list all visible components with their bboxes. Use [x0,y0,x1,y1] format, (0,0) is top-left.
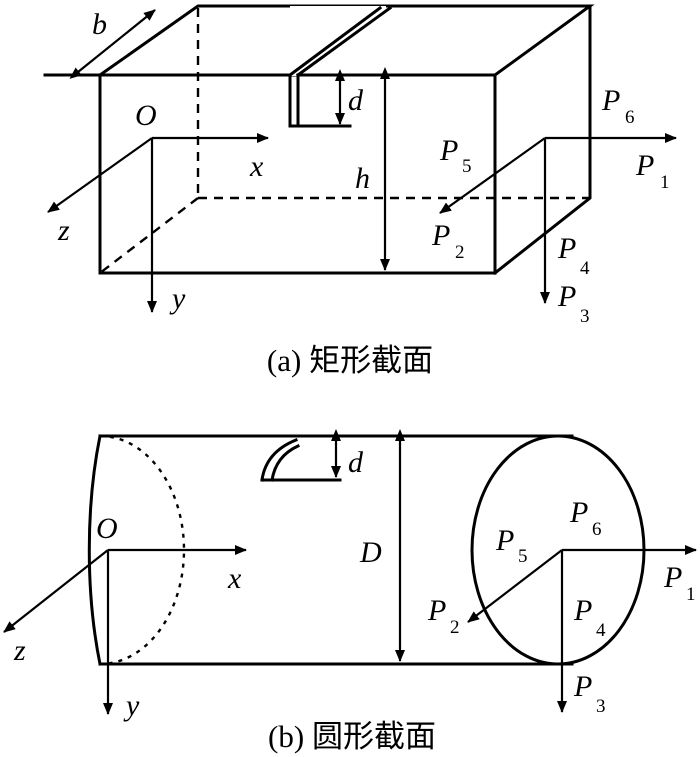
label-p4: P 4 [557,232,590,279]
label-z: z [57,214,70,247]
svg-text:P: P [573,594,592,627]
svg-text:P: P [557,232,576,265]
label-h: h [355,162,370,195]
svg-text:4: 4 [596,620,606,641]
svg-text:1: 1 [686,584,696,605]
circular-section-diagram: d D O x y z P 6 P 1 P 5 P 2 [3,429,697,754]
label-p5-b: P 5 [495,524,528,567]
svg-text:P: P [439,134,458,167]
load-arrow-p2-p5-b [467,549,563,623]
caption-a: (a) 矩形截面 [267,343,433,378]
svg-text:5: 5 [462,156,472,177]
label-y: y [169,282,186,315]
svg-text:2: 2 [450,617,460,638]
svg-text:P: P [663,561,682,594]
svg-text:5: 5 [518,546,528,567]
label-d-b: d [348,446,364,479]
left-end-hidden-arc [99,434,186,666]
notch-slot [98,5,497,128]
caption-b: (b) 圆形截面 [268,719,436,754]
load-arrow-p2-p5 [439,137,546,214]
label-p3-b: P 3 [573,670,606,717]
svg-text:P: P [573,670,592,703]
label-p6-b: P 6 [569,496,602,540]
label-p4-b: P 4 [573,594,606,641]
label-origin: O [135,99,157,132]
axis-z-arrow [47,137,153,213]
label-p3: P 3 [557,280,590,327]
label-x-b: x [227,562,242,595]
label-p6: P 6 [601,84,635,128]
svg-text:4: 4 [580,258,590,279]
svg-text:P: P [601,84,620,117]
rectangular-section-diagram: b d h O x y z P 6 P 1 P 5 P [43,4,677,378]
svg-text:P: P [431,219,450,252]
label-D: D [359,536,382,569]
svg-text:3: 3 [580,306,590,327]
left-end-solid-arc [87,434,102,666]
notch-slot-b [260,438,342,482]
label-y-b: y [123,689,140,722]
label-p2-b: P 2 [427,594,460,638]
hidden-depth-edge [99,197,199,274]
svg-text:P: P [495,524,514,557]
svg-text:P: P [427,594,446,627]
svg-text:3: 3 [596,696,606,717]
label-d: d [348,84,364,117]
label-p1: P 1 [635,149,670,193]
svg-text:1: 1 [660,172,670,193]
svg-text:P: P [635,149,654,182]
svg-text:2: 2 [455,242,465,263]
dimension-b-arrow [69,9,156,79]
svg-text:P: P [569,496,588,529]
label-origin-b: O [96,512,118,545]
axis-z-arrow-b [3,549,109,633]
svg-text:6: 6 [625,107,635,128]
svg-text:6: 6 [592,519,602,540]
svg-text:P: P [557,280,576,313]
label-z-b: z [13,634,26,667]
label-p2: P 2 [431,219,465,263]
label-b: b [92,8,107,41]
label-x: x [249,150,264,183]
label-p5: P 5 [439,134,472,177]
label-p1-b: P 1 [663,561,696,605]
